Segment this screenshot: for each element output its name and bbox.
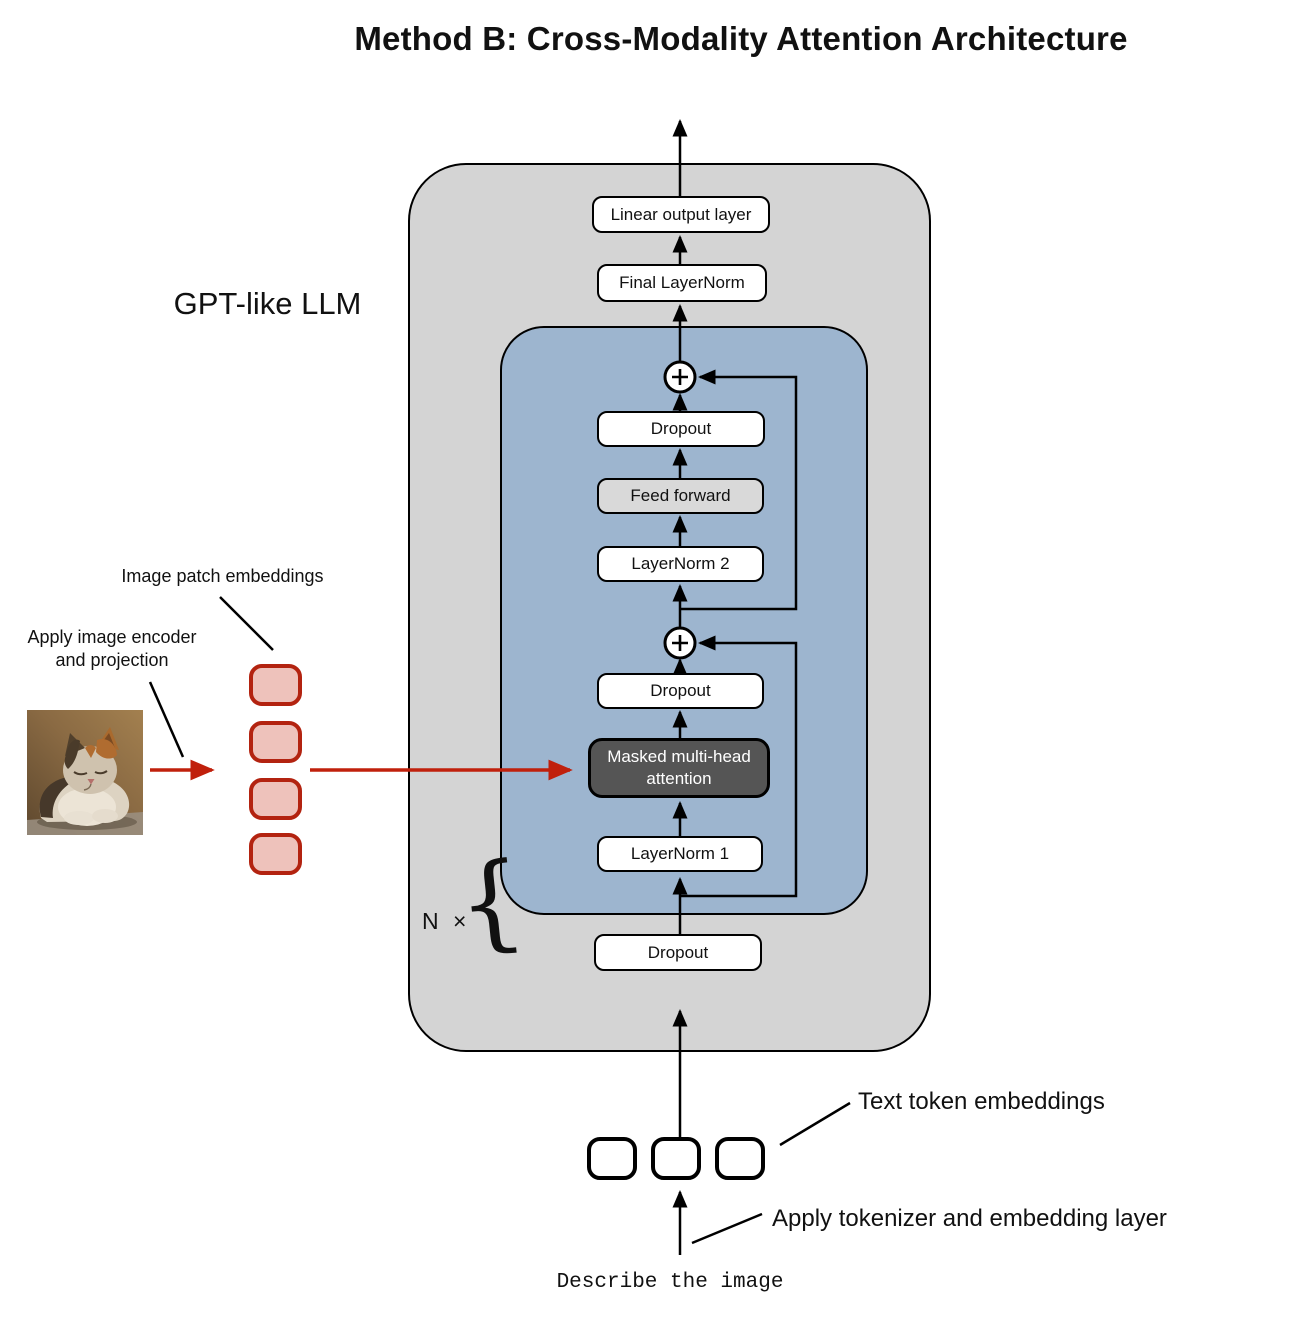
cat-illustration [27, 710, 143, 835]
image-patch-embeddings-label: Image patch embeddings [121, 566, 324, 586]
layernorm2-box: LayerNorm 2 [597, 546, 764, 582]
repeat-count-label: N × [422, 908, 471, 934]
final-layernorm-box: Final LayerNorm [597, 264, 767, 302]
prompt-text: Describe the image [556, 1271, 784, 1294]
dropout-top-box: Dropout [597, 411, 765, 447]
image-encoder-label: Apply image encoder and projection [27, 627, 197, 670]
cat-image [27, 710, 143, 835]
image-patch-embedding [249, 721, 302, 763]
gpt-llm-label: GPT-like LLM [173, 286, 362, 321]
image-patch-embedding [249, 778, 302, 820]
image-patch-embedding [249, 664, 302, 706]
diagram-title: Method B: Cross-Modality Attention Archi… [354, 20, 1128, 57]
linear-output-layer-box: Linear output layer [592, 196, 770, 233]
text-token-embedding [651, 1137, 701, 1180]
dropout-mid-box: Dropout [597, 673, 764, 709]
text-token-embedding [715, 1137, 765, 1180]
tokenizer-label: Apply tokenizer and embedding layer [772, 1205, 1167, 1232]
text-token-embeddings-label: Text token embeddings [858, 1088, 1105, 1115]
dropout-bottom-box: Dropout [594, 934, 762, 971]
image-patch-embedding [249, 833, 302, 875]
feed-forward-box: Feed forward [597, 478, 764, 514]
masked-multi-head-attention-box: Masked multi-head attention [588, 738, 770, 798]
layernorm1-box: LayerNorm 1 [597, 836, 763, 872]
repeat-brace: { [451, 837, 531, 967]
text-token-embedding [587, 1137, 637, 1180]
